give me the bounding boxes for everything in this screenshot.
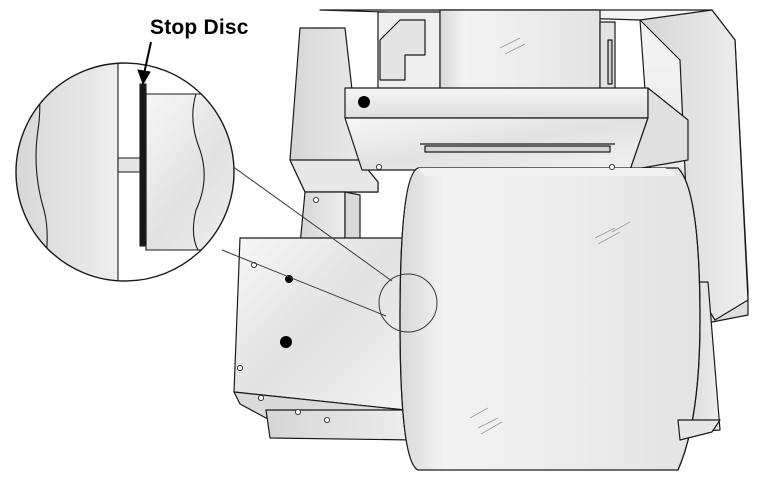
magnified-detail: [15, 62, 235, 282]
hole-small: [285, 275, 293, 283]
stop-disc-edge: [139, 83, 147, 247]
callout-arrow: [137, 41, 152, 86]
mounting-holes: [280, 96, 370, 348]
side-plate: [233, 237, 416, 441]
drum-end-flange: [677, 419, 721, 441]
front-drum: [399, 167, 701, 471]
stop-disc-label: Stop Disc: [150, 16, 249, 39]
detail-source-circle: [378, 273, 438, 333]
upper-block: [344, 87, 689, 171]
upper-roller: [377, 9, 616, 93]
hole-large-upper: [358, 96, 370, 108]
screws: [236, 163, 616, 423]
hole-large-lower: [280, 336, 292, 348]
glare-marks: [469, 37, 631, 435]
